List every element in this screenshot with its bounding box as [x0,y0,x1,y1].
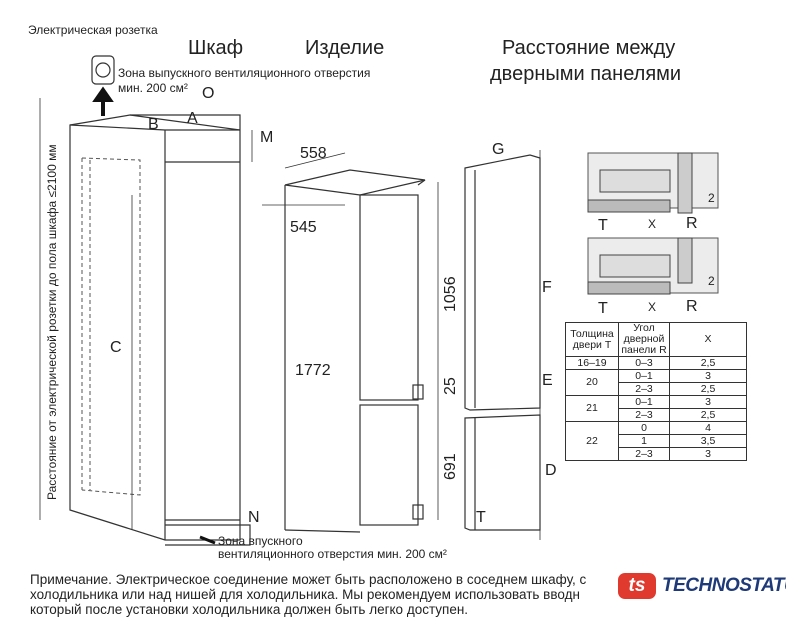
header-thickness: Толщина двери T [565,322,619,357]
cell-r: 1 [618,434,670,448]
detail-R-1: R [686,215,698,232]
dim-1056: 1056 [442,276,459,312]
technostatus-logo: ts TECHNOSTATUS [618,573,786,599]
cell-x: 3 [669,369,747,383]
detail-X-2: X [648,300,656,314]
arrow-icon [199,535,216,545]
dim-B: B [148,116,159,133]
title-cabinet: Шкаф [188,37,243,59]
door-panels-drawing [464,150,541,540]
detail-2-2: 2 [708,274,715,288]
cell-r: 2–3 [618,408,670,422]
cell-t: 21 [565,395,619,422]
title-distance-2: дверными панелями [490,63,681,85]
vent-in-label-1: Зона впускного [218,534,303,548]
detail-2-1: 2 [708,191,715,205]
title-distance-1: Расстояние между [502,37,675,59]
cell-r: 0–1 [618,395,670,409]
header-x: X [669,322,747,357]
socket-icon [91,55,115,85]
title-product: Изделие [305,37,384,59]
cell-r: 2–3 [618,447,670,461]
dim-N: N [248,509,260,526]
dim-O: O [202,85,214,102]
detail-T-2: T [598,300,608,317]
cell-r: 0–1 [618,369,670,383]
cell-x: 4 [669,421,747,435]
dim-691: 691 [442,453,459,480]
socket-label: Электрическая розетка [28,23,158,37]
dim-G: G [492,141,504,158]
cell-t: 16–19 [565,356,619,370]
vent-in-label-2: вентиляционного отверстия мин. 200 см² [218,547,447,561]
hinge-detail-bottom [587,237,719,295]
detail-R-2: R [686,298,698,315]
note-line: который после установки холодильника дол… [30,602,469,617]
cell-x: 2,5 [669,382,747,396]
cell-x: 3 [669,395,747,409]
dim-A: A [187,110,198,127]
note-text: Примечание. Электрическое соединение мож… [30,572,610,617]
cell-r: 2–3 [618,382,670,396]
logo-mark: ts [618,573,656,599]
dim-C: C [110,339,122,356]
door-gap-table: Толщина двери T Угол дверной панели R X … [565,322,747,461]
vertical-distance-label: Расстояние от электрической розетки до п… [45,144,59,500]
dim-1772: 1772 [295,362,331,379]
dim-D: D [545,462,557,479]
cell-t: 20 [565,369,619,396]
hinge-detail-top [587,152,719,214]
logo-name: TECHNOSTATUS [662,575,786,596]
fridge-drawing [284,169,439,533]
cell-x: 2,5 [669,356,747,370]
detail-T-1: T [598,217,608,234]
cell-x: 3,5 [669,434,747,448]
dim-M: M [260,129,273,146]
dim-558: 558 [300,145,327,162]
dim-545: 545 [290,219,317,236]
cell-x: 2,5 [669,408,747,422]
cell-r: 0 [618,421,670,435]
note-line: холодильника или над нишей для холодильн… [30,587,580,602]
cabinet-drawing [69,114,251,546]
cell-x: 3 [669,447,747,461]
detail-X-1: X [648,217,656,231]
vent-out-label-1: Зона выпускного вентиляционного отверсти… [118,66,370,80]
dim-T: T [476,509,486,526]
note-line: Примечание. Электрическое соединение мож… [30,572,587,587]
cell-t: 22 [565,421,619,461]
dim-E: E [542,372,553,389]
arrow-up-icon [92,86,114,116]
dim-F: F [542,279,552,296]
dim-25: 25 [442,377,459,395]
header-angle: Угол дверной панели R [618,322,670,357]
cell-r: 0–3 [618,356,670,370]
table-header: Толщина двери T Угол дверной панели R X [565,322,747,357]
vent-out-label-2: мин. 200 см² [118,81,188,95]
